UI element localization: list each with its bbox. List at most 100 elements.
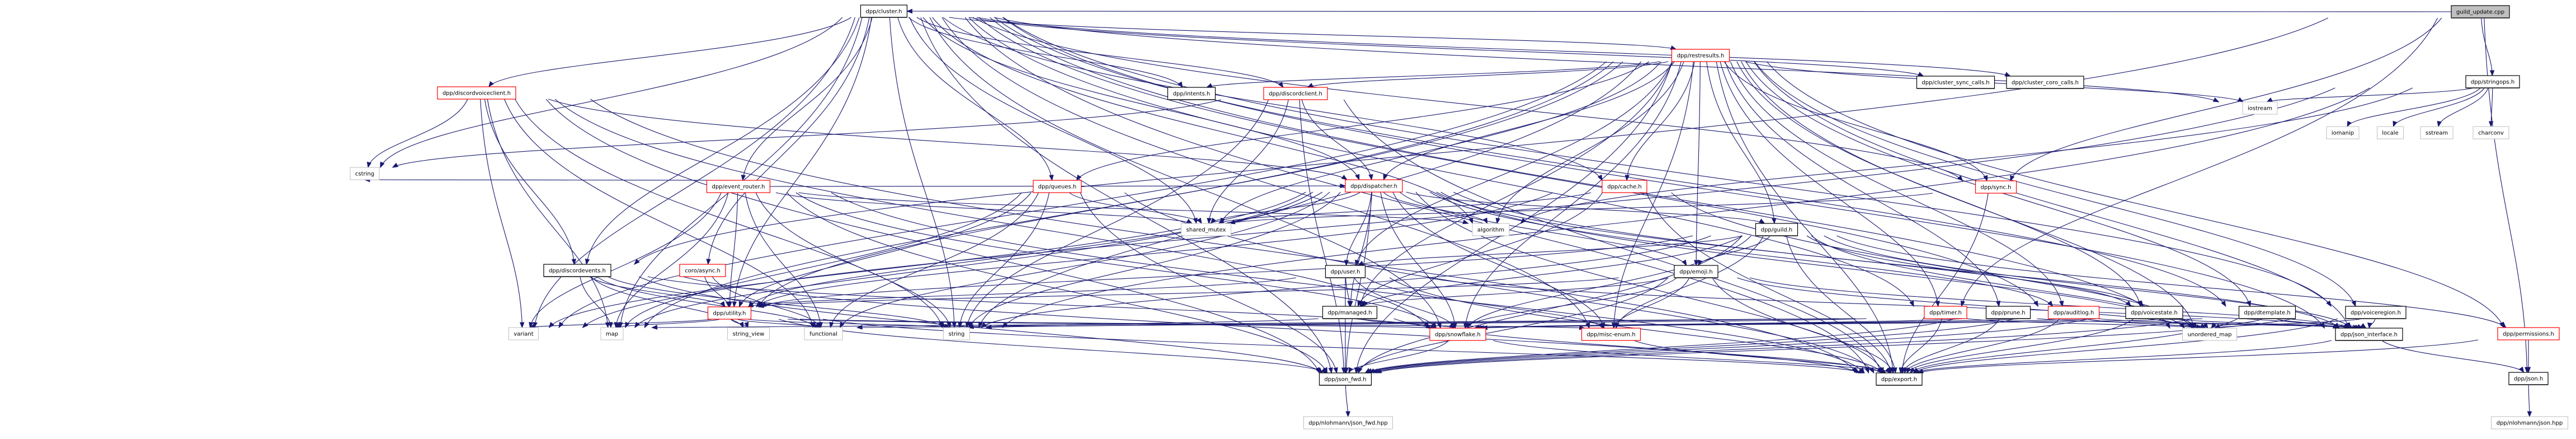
edge-root-to-sync xyxy=(2010,17,2442,181)
node-json-fwd[interactable]: dpp/json_fwd.h xyxy=(1318,372,1372,386)
edge-discordvoiceclient-to-dispatcher xyxy=(548,99,1348,180)
edge-timer-to-unordered_map xyxy=(1966,318,2202,329)
node-label: functional xyxy=(809,331,837,338)
arrowhead-managed-to-snowflake xyxy=(1448,323,1456,329)
node-box xyxy=(1303,416,1393,429)
node-root[interactable]: guild_update.cpp xyxy=(2451,5,2510,18)
node-user[interactable]: dpp/user.h xyxy=(1325,265,1366,278)
edge-guild-to-json_interface xyxy=(1824,235,2352,329)
node-algorithm: algorithm xyxy=(1472,223,1510,236)
node-label: dpp/permissions.h xyxy=(2503,331,2554,338)
node-dtemplate[interactable]: dpp/dtemplate.h xyxy=(2238,306,2296,319)
edge-event_router-to-export xyxy=(831,192,1865,373)
node-dispatcher[interactable]: dpp/dispatcher.h xyxy=(1345,179,1403,193)
node-restresults[interactable]: dpp/restresults.h xyxy=(1671,49,1730,62)
edge-cluster-to-auditlog xyxy=(978,17,2038,307)
edge-queues-to-utility xyxy=(739,192,1032,307)
arrowhead-async-to-utility xyxy=(726,301,731,308)
edge-event_router-to-json_fwd xyxy=(787,192,1327,373)
arrowhead-discordvoiceclient-to-discordevents xyxy=(571,259,577,265)
arrowhead-cluster-to-queues xyxy=(1049,175,1054,181)
edge-emoji-to-managed xyxy=(1360,277,1669,307)
node-managed[interactable]: dpp/managed.h xyxy=(1322,306,1378,319)
node-cluster[interactable]: dpp/cluster.h xyxy=(860,4,908,18)
arrowhead-permissions-to-json xyxy=(2526,367,2531,373)
node-prune[interactable]: dpp/prune.h xyxy=(1985,306,2031,319)
edge-guild-to-export xyxy=(1786,235,1896,373)
node-queues[interactable]: dpp/queues.h xyxy=(1033,180,1082,193)
node-voiceregion[interactable]: dpp/voiceregion.h xyxy=(2345,306,2407,319)
edge-restresults-to-guild xyxy=(1706,61,1775,224)
edge-event_router-to-map xyxy=(615,192,729,328)
edge-restresults-to-user xyxy=(1355,61,1673,266)
edge-sync-to-shared_mutex xyxy=(1230,193,1933,224)
edge-voicestate-to-json_fwd xyxy=(1369,318,2090,373)
arrowhead-discordvoiceclient-to-dispatcher xyxy=(1341,175,1348,180)
node-event-router[interactable]: dpp/event_router.h xyxy=(706,180,771,193)
arrowhead-timer-to-map xyxy=(651,325,658,330)
node-label: dpp/emoji.h xyxy=(1679,269,1713,275)
node-stringops[interactable]: dpp/stringops.h xyxy=(2465,75,2520,88)
node-utility[interactable]: dpp/utility.h xyxy=(707,306,752,320)
node-label: dpp/managed.h xyxy=(1327,310,1372,316)
node-json[interactable]: dpp/json.h xyxy=(2508,372,2549,385)
node-timer[interactable]: dpp/timer.h xyxy=(1924,306,1967,319)
node-guild[interactable]: dpp/guild.h xyxy=(1755,223,1798,236)
arrowhead-dispatcher-to-emoji xyxy=(1682,259,1687,267)
node-discordclient[interactable]: dpp/discordclient.h xyxy=(1263,87,1328,100)
node-snowflake[interactable]: dpp/snowflake.h xyxy=(1429,328,1486,341)
arrowhead-cluster-to-timer xyxy=(1909,300,1914,307)
arrowhead-cluster-to-event_router xyxy=(741,175,746,181)
edge-restresults-to-voicestate xyxy=(1736,61,2141,307)
node-misc-enum[interactable]: dpp/misc-enum.h xyxy=(1581,328,1641,341)
node-json-interface[interactable]: dpp/json_interface.h xyxy=(2335,328,2403,341)
node-box xyxy=(600,327,624,340)
edge-discordclient-to-json_fwd xyxy=(1299,99,1344,373)
edge-cache-to-export xyxy=(1646,192,1891,373)
arrowhead-guild-to-user xyxy=(1357,260,1364,266)
node-async[interactable]: coro/async.h xyxy=(679,264,726,277)
edge-dispatcher-to-json_fwd xyxy=(1345,192,1372,373)
arrowhead-utility-to-json_fwd xyxy=(1321,368,1328,373)
node-emoji[interactable]: dpp/emoji.h xyxy=(1674,265,1718,278)
edge-discordvoiceclient-to-json_fwd xyxy=(545,99,1320,373)
arrowhead-json_fwd-to-nlohmann_json_fwd xyxy=(1345,411,1350,418)
node-auditlog[interactable]: dpp/auditlog.h xyxy=(2047,306,2100,319)
arrowhead-restresults-to-intents xyxy=(1206,83,1213,88)
arrowhead-voicestate-to-unordered_map xyxy=(2202,322,2208,329)
node-coro-calls[interactable]: dpp/cluster_coro_calls.h xyxy=(2006,76,2084,89)
node-discordvoiceclient[interactable]: dpp/discordvoiceclient.h xyxy=(437,86,516,100)
edge-event_router-to-string xyxy=(755,192,950,328)
node-box xyxy=(2377,126,2404,139)
arrowhead-dispatcher-to-auditlog xyxy=(2047,300,2054,307)
edge-emoji-to-misc_enum xyxy=(1613,277,1690,329)
node-label: dpp/dtemplate.h xyxy=(2244,310,2290,316)
node-sync[interactable]: dpp/sync.h xyxy=(1975,180,2017,194)
node-voicestate[interactable]: dpp/voicestate.h xyxy=(2125,306,2183,319)
node-box xyxy=(508,327,539,340)
node-intents[interactable]: dpp/intents.h xyxy=(1167,87,1216,100)
node-export[interactable]: dpp/export.h xyxy=(1876,372,1923,386)
arrowhead-dispatcher-to-shared_mutex xyxy=(1211,217,1216,225)
edge-restresults-to-timer xyxy=(1720,61,1939,307)
node-label: dpp/cluster_coro_calls.h xyxy=(2012,80,2079,86)
node-cache[interactable]: dpp/cache.h xyxy=(1602,180,1647,193)
node-label: string_view xyxy=(733,331,765,338)
arrowhead-event_router-to-dispatcher xyxy=(1340,183,1346,189)
edge-guild-to-permissions xyxy=(1836,235,2507,328)
node-label: dpp/guild.h xyxy=(1761,227,1793,233)
node-label: dpp/misc-enum.h xyxy=(1586,332,1635,338)
edge-cluster-to-voiceregion xyxy=(1003,17,2332,307)
edge-restresults-to-intents xyxy=(1207,61,1660,88)
node-permissions[interactable]: dpp/permissions.h xyxy=(2497,327,2560,340)
arrowhead-restresults-to-iostream xyxy=(2237,97,2244,102)
node-box xyxy=(2242,101,2278,115)
node-label: dpp/auditlog.h xyxy=(2054,310,2094,316)
node-discordevents[interactable]: dpp/discordevents.h xyxy=(543,264,611,277)
edge-cluster-to-unordered_map xyxy=(990,17,2170,329)
node-sync-calls[interactable]: dpp/cluster_sync_calls.h xyxy=(1916,76,1995,89)
edge-utility-to-export xyxy=(823,319,1864,373)
node-label: dpp/restresults.h xyxy=(1677,53,1725,59)
edge-guild-to-emoji xyxy=(1698,235,1770,266)
